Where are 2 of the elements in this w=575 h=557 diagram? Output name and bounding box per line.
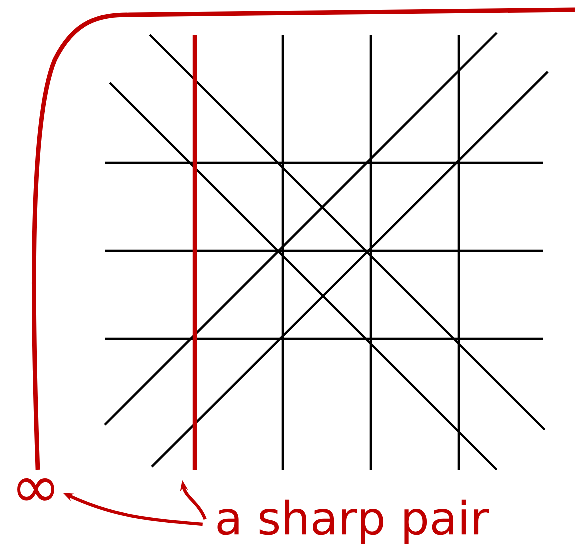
infinity-symbol: ∞ [18, 478, 54, 501]
annotation-text: a sharp pair [218, 500, 490, 544]
